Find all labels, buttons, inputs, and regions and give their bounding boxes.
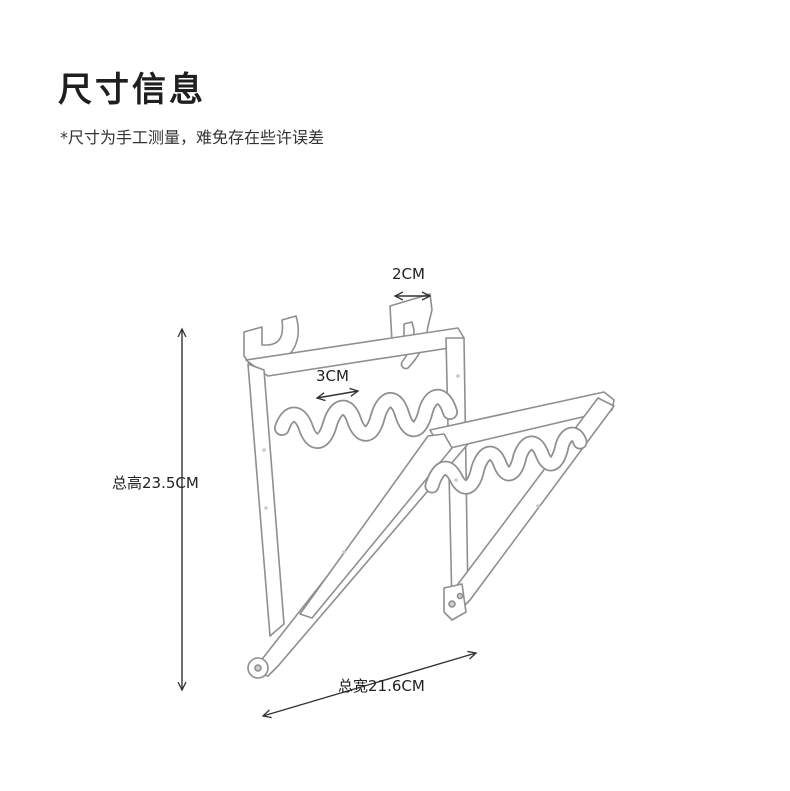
total-height-label: 总高23.5CM <box>112 474 199 492</box>
over-door-rack <box>243 293 615 679</box>
wave-spacing-arrow <box>317 391 358 398</box>
front-arm <box>299 391 615 621</box>
dimension-lines <box>182 296 476 716</box>
wave-spacing-label: 3CM <box>316 367 349 385</box>
page-title: 尺寸信息 <box>58 70 206 110</box>
total-width-label: 总宽21.6CM <box>338 677 425 695</box>
measurement-note: *尺寸为手工测量，难免存在些许误差 <box>60 128 325 147</box>
width-arrow <box>263 653 476 716</box>
hook-width-label: 2CM <box>392 265 425 283</box>
